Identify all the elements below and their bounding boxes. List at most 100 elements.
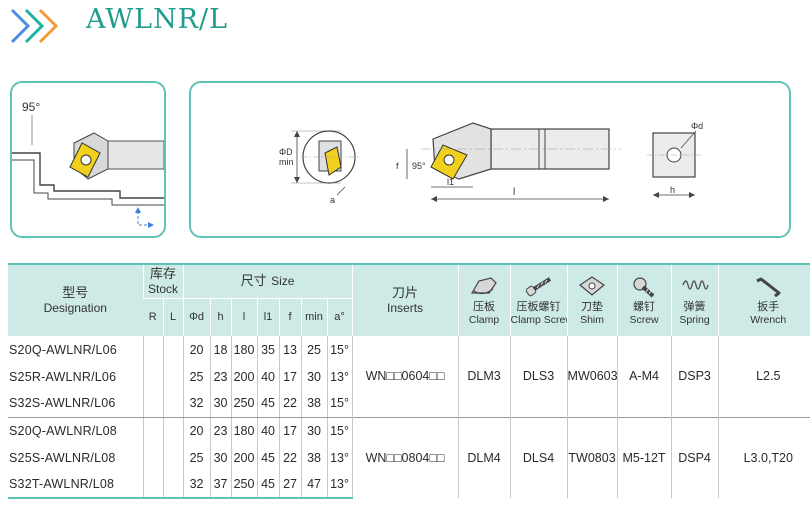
l1-cell: 45 (256, 390, 280, 418)
min-cell: 38 (300, 444, 328, 471)
h-cell: 30 (209, 390, 232, 418)
end-view: ΦD min a (279, 130, 361, 205)
designation-cell: S32S-AWLNR/L06 (8, 390, 143, 418)
stock-header: 库存 Stock (142, 263, 184, 298)
screw-header: 螺钉 Screw (616, 263, 672, 336)
stock-l-cell (162, 336, 184, 363)
approach-angle-label: 95° (22, 100, 40, 114)
screw-cell: A-M4 (616, 336, 672, 417)
inserts-header: 刀片 Inserts (351, 263, 459, 336)
l1-cell: 40 (256, 363, 280, 390)
stock-l-cell (162, 416, 184, 444)
f-cell: 13 (278, 336, 302, 363)
d-cell: 25 (182, 363, 211, 390)
stock-r-cell (142, 416, 163, 444)
end-view-min-label: min (279, 157, 294, 167)
tool-dimension-drawing: ΦD min a f 95° l1 l (279, 121, 703, 205)
spring-cell: DSP4 (670, 416, 719, 498)
size-min-header: min (300, 297, 328, 336)
size-header: 尺寸 Size (182, 263, 353, 298)
shim-header: 刀垫 Shim (566, 263, 618, 336)
f-cell: 22 (278, 444, 302, 471)
side-view: f 95° l1 l (396, 122, 621, 202)
size-h-header: h (209, 297, 232, 336)
section-view: Φd h (647, 121, 703, 198)
min-cell: 25 (300, 336, 328, 363)
f-cell: 17 (278, 363, 302, 390)
side-view-l1-label: l1 (447, 177, 454, 187)
page-header: AWLNR/L (0, 0, 810, 50)
spring-cell: DSP3 (670, 336, 719, 417)
h-cell: 30 (209, 444, 232, 471)
designation-cell: S25R-AWLNR/L06 (9, 369, 117, 384)
d-cell: 32 (182, 471, 211, 499)
spring-header: 弹簧 Spring (670, 263, 719, 336)
l1-cell: 45 (256, 471, 280, 499)
stock-r-cell (142, 363, 163, 390)
spring-icon (681, 280, 709, 290)
wrench-icon (756, 277, 781, 298)
table-row: S25S-AWLNR/L08 25 30 200 45 22 38 13° (8, 444, 810, 471)
shim-cell: MW0603 (566, 336, 618, 417)
f-cell: 27 (278, 471, 302, 499)
page-title: AWLNR/L (86, 4, 229, 35)
approach-angle-diagram: 95° (10, 81, 166, 238)
wrench-cell: L2.5 (717, 336, 810, 417)
l1-cell: 35 (256, 336, 280, 363)
a-cell: 15° (326, 336, 353, 363)
stock-r-cell (142, 390, 163, 418)
l-cell: 250 (230, 471, 258, 499)
side-view-angle-label: 95° (412, 161, 426, 171)
size-a-header: a° (326, 297, 353, 336)
l1-cell: 45 (256, 444, 280, 471)
designation-cell: S20Q-AWLNR/L08 (8, 416, 143, 444)
table-row: S25R-AWLNR/L06 25 23 200 40 17 30 13° (8, 363, 810, 390)
screw-icon (633, 277, 655, 298)
stock-r-header: R (143, 297, 163, 336)
designation-cell: S20Q-AWLNR/L06 (9, 342, 117, 357)
clamp-screw-header: 压板螺钉 Clamp Screw (509, 263, 568, 336)
h-cell: 37 (209, 471, 232, 499)
l-cell: 200 (230, 363, 258, 390)
h-cell: 23 (209, 416, 232, 444)
l-cell: 180 (230, 336, 258, 363)
d-cell: 32 (182, 390, 211, 418)
insert-cell: WN□□0804□□ (351, 416, 459, 498)
a-cell: 15° (326, 390, 353, 418)
shim-icon (579, 276, 606, 296)
min-cell: 47 (300, 471, 328, 499)
clamp-cell: DLM3 (457, 336, 511, 417)
clamp-header: 压板 Clamp (457, 263, 511, 336)
designation-cell: S32T-AWLNR/L08 (8, 471, 143, 499)
size-f-header: f (278, 297, 302, 336)
l-cell: 250 (230, 390, 258, 418)
table-row: S20Q-AWLNR/L08 20 23 180 40 17 30 15° WN… (8, 416, 810, 498)
stock-l-header: L (162, 297, 184, 336)
clamp-screw-cell: DLS3 (509, 336, 568, 417)
f-cell: 22 (278, 390, 302, 418)
clamp-icon (470, 277, 497, 295)
l1-cell: 40 (256, 416, 280, 444)
min-cell: 30 (300, 416, 328, 444)
size-l-header: l (230, 297, 258, 336)
section-view-h-label: h (670, 185, 675, 195)
table-row: S20Q-AWLNR/L06 20 18 180 35 13 25 15° WN… (8, 336, 810, 417)
section-view-phi-d-label: Φd (691, 121, 703, 131)
min-cell: 38 (300, 390, 328, 418)
side-view-l-label: l (513, 187, 515, 198)
table-row: S32T-AWLNR/L08 32 37 250 45 27 47 13° (8, 471, 810, 499)
end-view-a-label: a (330, 195, 335, 205)
dimension-diagram: ΦD min a f 95° l1 l (189, 81, 791, 238)
stock-l-cell (162, 471, 184, 499)
designation-header: 型号 Designation (8, 263, 143, 336)
f-cell: 17 (278, 416, 302, 444)
wrench-cell: L3.0,T20 (717, 416, 810, 498)
clamp-cell: DLM4 (457, 416, 511, 498)
screw-cell: M5-12T (616, 416, 672, 498)
size-l1-header: l1 (256, 297, 280, 336)
d-cell: 20 (182, 416, 211, 444)
clamp-screw-icon (525, 277, 551, 297)
d-cell: 25 (182, 444, 211, 471)
l-cell: 200 (230, 444, 258, 471)
h-cell: 23 (209, 363, 232, 390)
